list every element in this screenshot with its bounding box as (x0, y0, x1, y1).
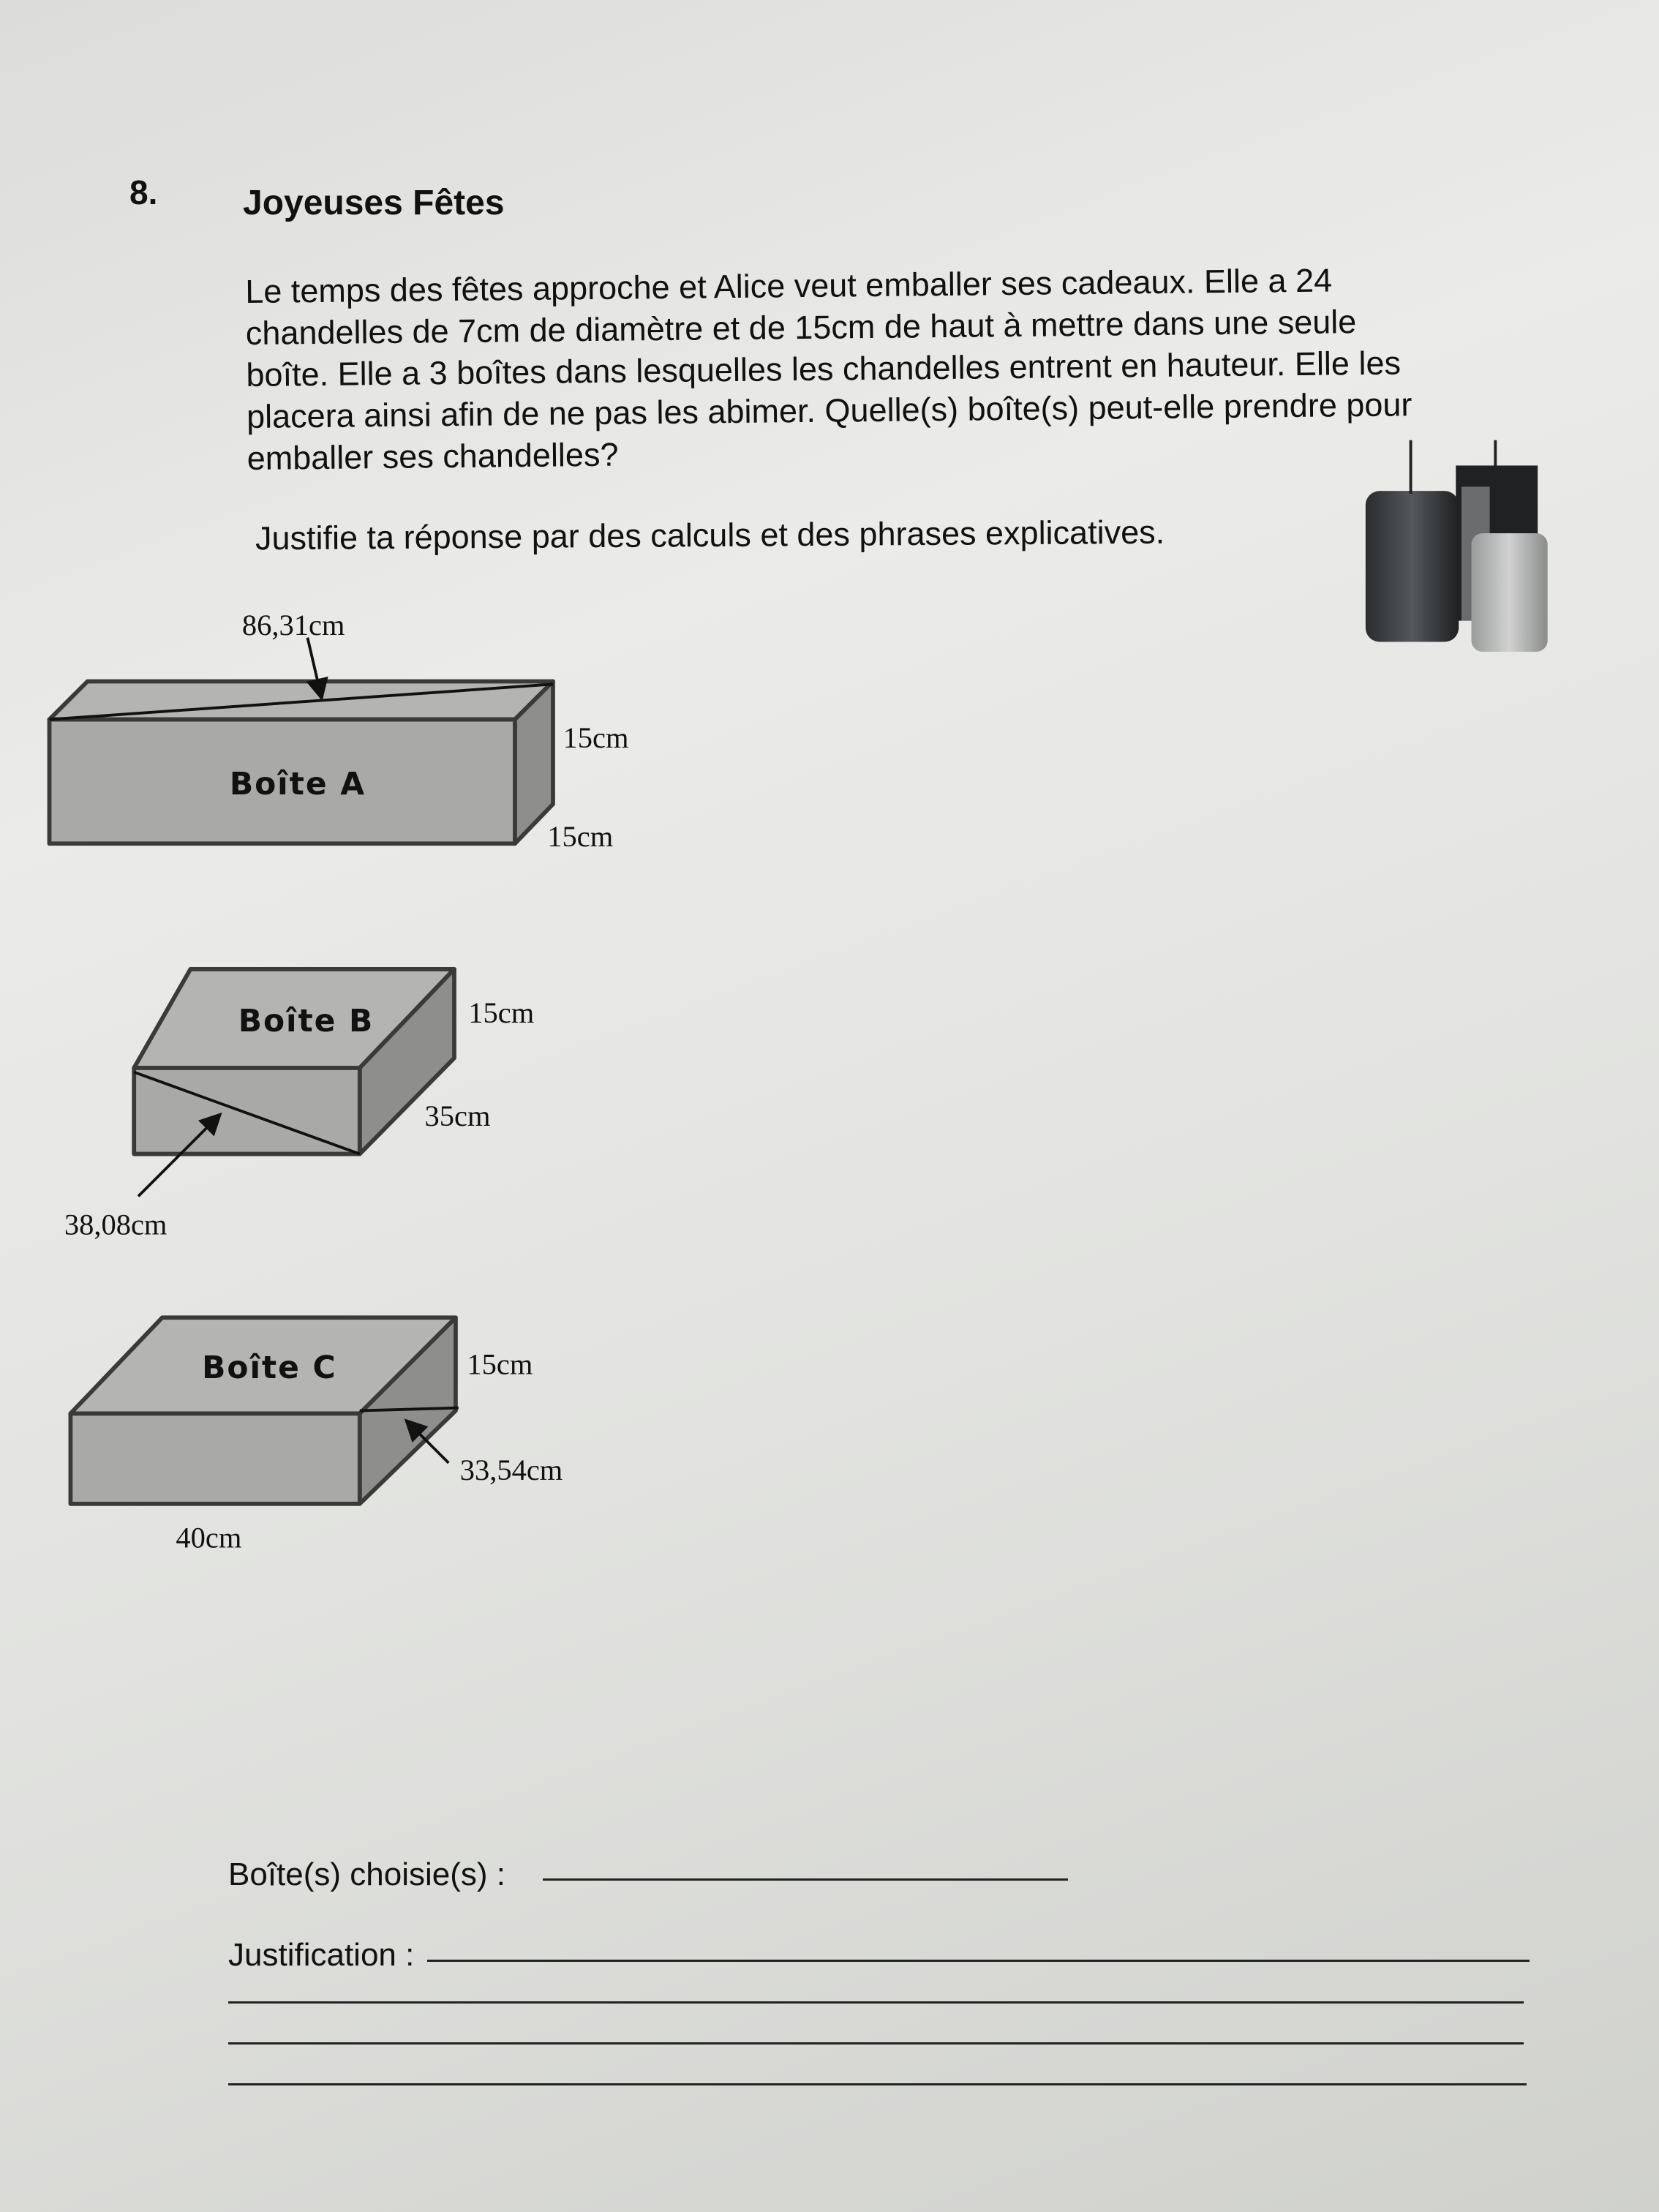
question-title: Joyeuses Fêtes (243, 184, 505, 222)
justification-answer-line[interactable] (228, 2042, 1524, 2044)
chosen-box-label: Boîte(s) choisie(s) : (228, 1856, 505, 1892)
box-b-label: Boîte B (238, 1004, 375, 1039)
box-c-length: 40cm (176, 1521, 241, 1554)
chosen-box-answer-line[interactable] (543, 1878, 1068, 1881)
box-a-diagonal: 86,31cm (242, 609, 345, 642)
box-c-diagram (68, 1315, 459, 1506)
justification-answer-line[interactable] (427, 1960, 1530, 1962)
box-c-label: Boîte C (202, 1350, 336, 1386)
box-c-diagonal: 33,54cm (460, 1453, 563, 1486)
box-a-label: Boîte A (230, 767, 366, 802)
box-b-depth: 35cm (425, 1099, 491, 1132)
box-a-diagram (47, 637, 555, 846)
box-c-height: 15cm (467, 1347, 533, 1380)
question-number: 8. (129, 173, 158, 211)
justification-answer-line[interactable] (228, 2083, 1527, 2085)
box-b-height: 15cm (468, 996, 534, 1029)
justification-label: Justification : (228, 1937, 415, 1973)
justification-answer-line[interactable] (228, 2001, 1524, 2004)
box-b-diagonal: 38,08cm (64, 1208, 168, 1241)
candles-illustration (1365, 440, 1548, 652)
box-a-depth: 15cm (547, 820, 613, 853)
box-b-diagram (132, 967, 456, 1197)
box-a-height: 15cm (563, 721, 629, 754)
